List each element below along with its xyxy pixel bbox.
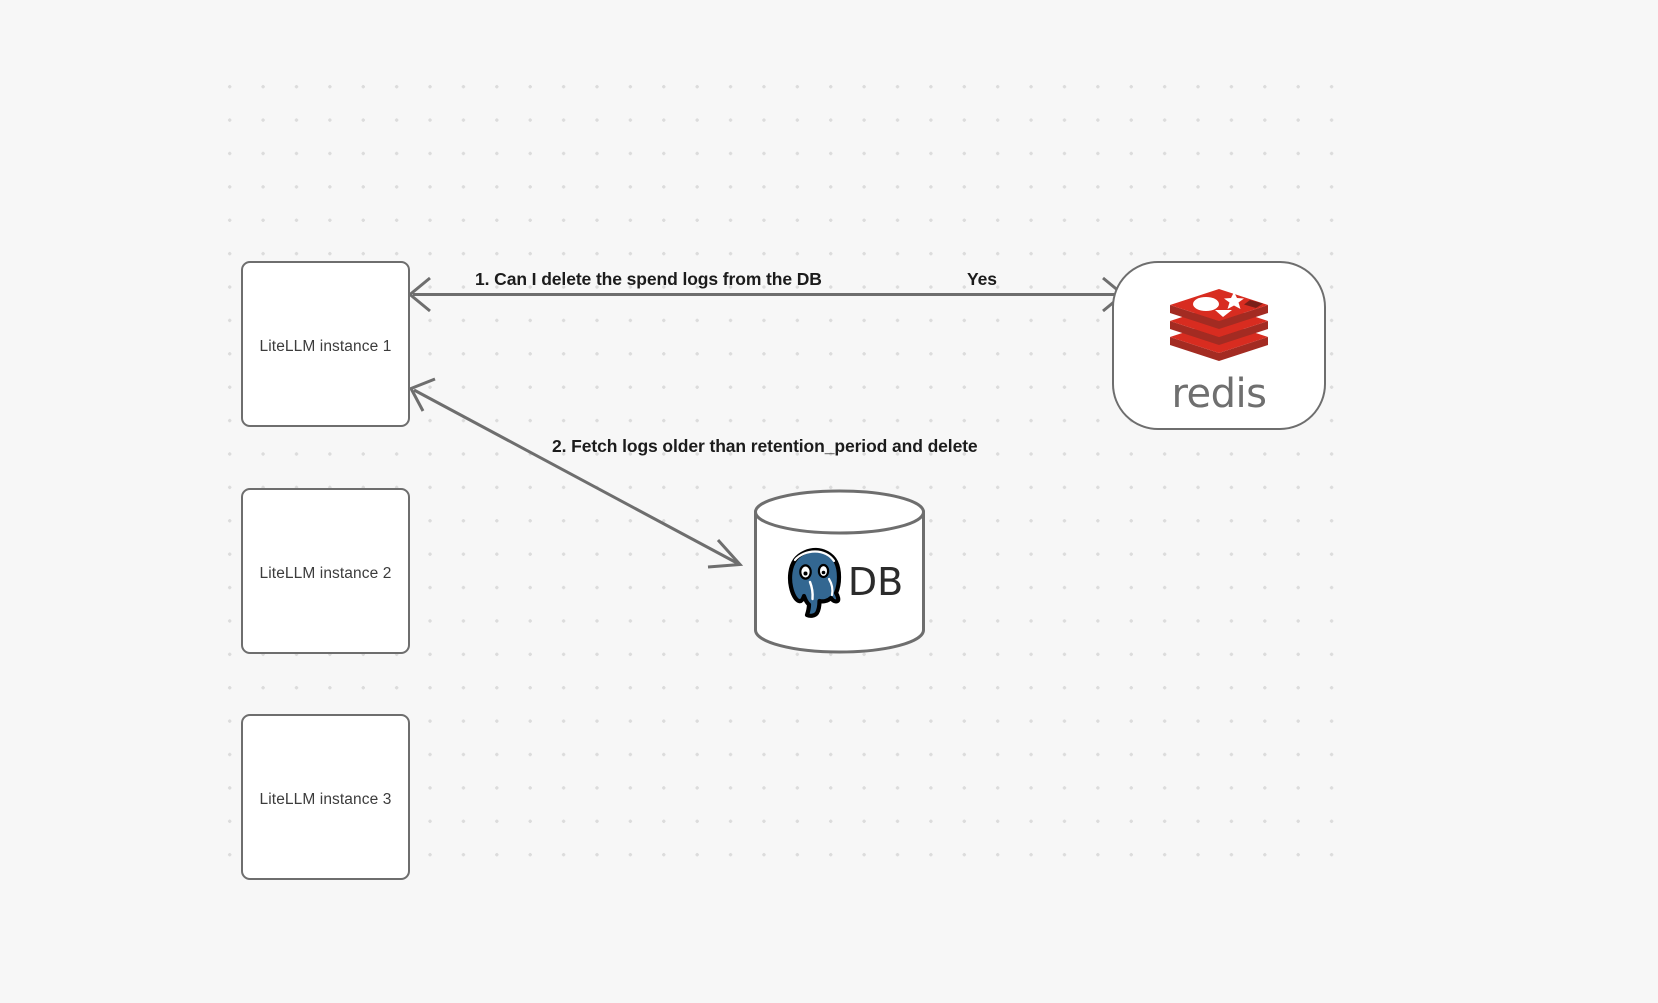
arrowhead-downright [707,538,744,569]
edge-instance1-db[interactable] [408,377,744,569]
redis-wordmark: redis [1171,371,1267,417]
db-label: DB [847,560,904,604]
redis-node[interactable]: redis [1112,261,1326,430]
redis-logo [1170,289,1268,361]
litellm-instance-2-label: LiteLLM instance 2 [259,565,392,582]
litellm-instance-3-label: LiteLLM instance 3 [259,791,392,808]
arrowhead-upleft [408,377,436,412]
litellm-instance-2-node[interactable]: LiteLLM instance 2 [241,488,410,654]
litellm-instance-3-node[interactable]: LiteLLM instance 3 [241,714,410,880]
litellm-instance-1-label: LiteLLM instance 1 [259,338,392,355]
postgres-db-node[interactable]: DB [753,489,926,654]
edge-label-yes: Yes [967,269,997,289]
edge-label-fetch-logs: 2. Fetch logs older than retention_perio… [552,436,978,456]
litellm-instance-1-node[interactable]: LiteLLM instance 1 [241,261,410,427]
postgresql-elephant-logo [787,547,841,618]
arrowhead-left [407,276,431,313]
edge-label-delete-spend-logs: 1. Can I delete the spend logs from the … [475,269,822,289]
